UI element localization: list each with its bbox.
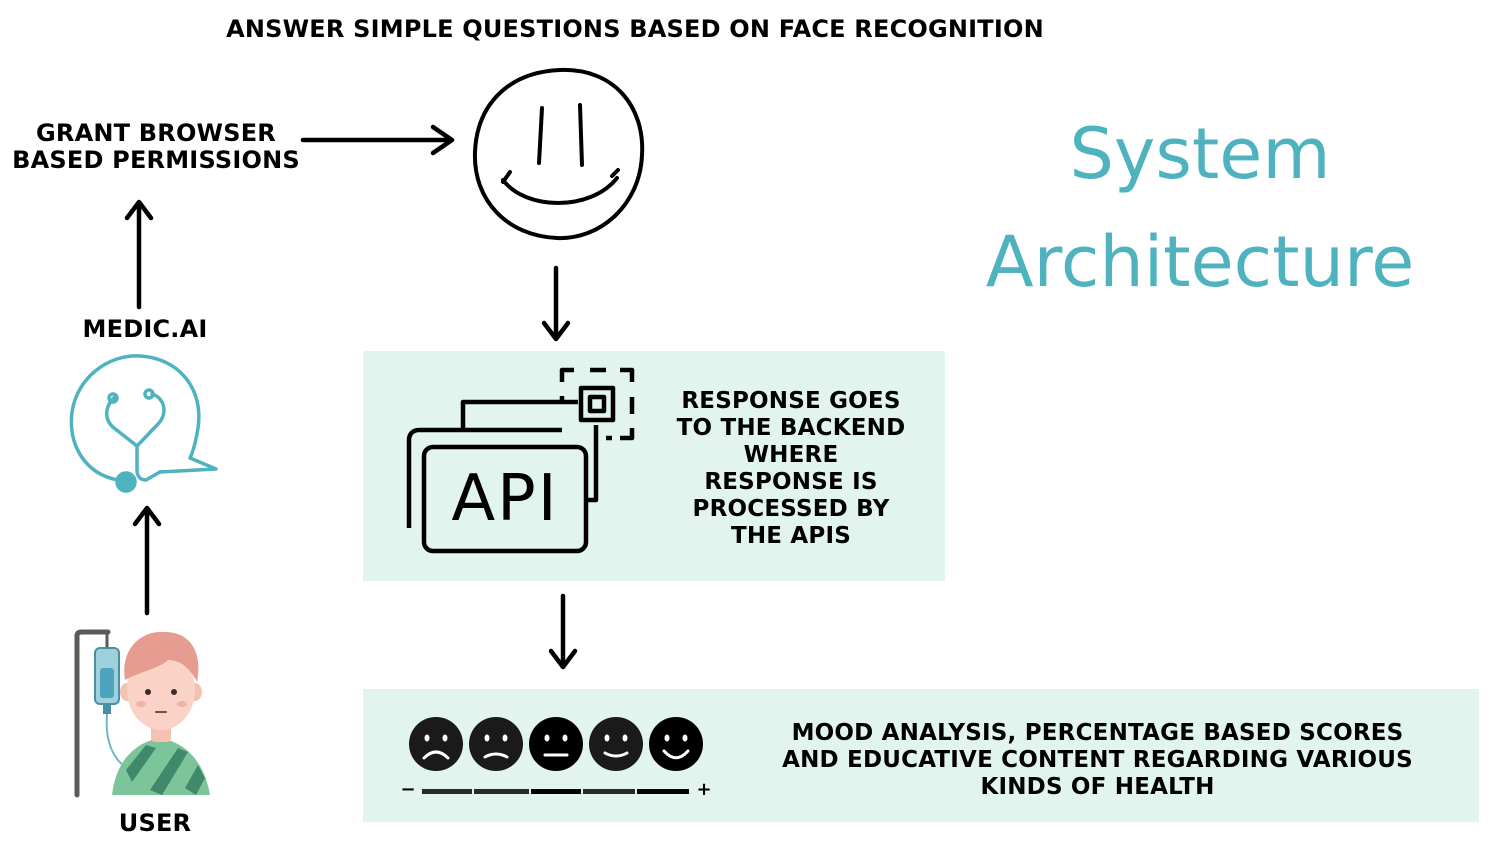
mood-scale-bar bbox=[422, 789, 689, 794]
api-description-line: RESPONSE IS bbox=[704, 469, 878, 495]
grant-permissions-line-1: GRANT BROWSER bbox=[36, 119, 276, 147]
api-icon-label: API bbox=[451, 462, 559, 536]
happy-face-icon bbox=[589, 717, 643, 771]
very-happy-face-icon bbox=[649, 717, 703, 771]
neutral-face-icon bbox=[529, 717, 583, 771]
system-title-line-2: Architecture bbox=[985, 221, 1415, 303]
arrow-grant-to-face bbox=[300, 124, 455, 156]
api-description-line: PROCESSED BY bbox=[692, 496, 890, 522]
medic-ai-label: MEDIC.AI bbox=[82, 315, 208, 343]
smiley-face-sketch-icon bbox=[472, 67, 645, 241]
mood-description-line: AND EDUCATIVE CONTENT REGARDING VARIOUS bbox=[782, 747, 1413, 773]
mood-description-line: KINDS OF HEALTH bbox=[980, 774, 1215, 800]
system-title-line-1: System bbox=[1069, 113, 1331, 195]
api-description-line: WHERE bbox=[743, 442, 839, 468]
grant-permissions-label: GRANT BROWSER BASED PERMISSIONS bbox=[0, 120, 312, 174]
patient-with-iv-drip-icon bbox=[74, 629, 210, 798]
api-backend-box bbox=[363, 351, 945, 581]
scale-plus-label: + bbox=[696, 779, 712, 800]
api-windows-icon bbox=[406, 367, 635, 554]
scale-minus-label: − bbox=[400, 779, 416, 800]
top-title: ANSWER SIMPLE QUESTIONS BASED ON FACE RE… bbox=[226, 15, 1044, 43]
api-description-line: TO THE BACKEND bbox=[676, 415, 906, 441]
api-description-line: THE APIS bbox=[730, 523, 852, 549]
api-description-line: RESPONSE GOES bbox=[681, 388, 901, 414]
arrow-api-to-mood bbox=[548, 593, 578, 670]
user-label: USER bbox=[118, 809, 192, 837]
arrow-face-to-api bbox=[541, 265, 571, 342]
mood-description-line: MOOD ANALYSIS, PERCENTAGE BASED SCORES bbox=[791, 720, 1404, 746]
mood-description: MOOD ANALYSIS, PERCENTAGE BASED SCORES A… bbox=[745, 720, 1450, 801]
mood-scale-emoji-icons bbox=[409, 717, 703, 794]
very-sad-face-icon bbox=[409, 717, 463, 771]
api-description: RESPONSE GOES TO THE BACKEND WHERE RESPO… bbox=[660, 388, 922, 550]
arrow-user-to-medic bbox=[132, 505, 162, 616]
system-architecture-title: System Architecture bbox=[960, 100, 1440, 316]
grant-permissions-line-2: BASED PERMISSIONS bbox=[12, 146, 300, 174]
stethoscope-chat-bubble-icon bbox=[69, 354, 218, 493]
arrow-medic-to-grant bbox=[124, 199, 154, 310]
sad-face-icon bbox=[469, 717, 523, 771]
